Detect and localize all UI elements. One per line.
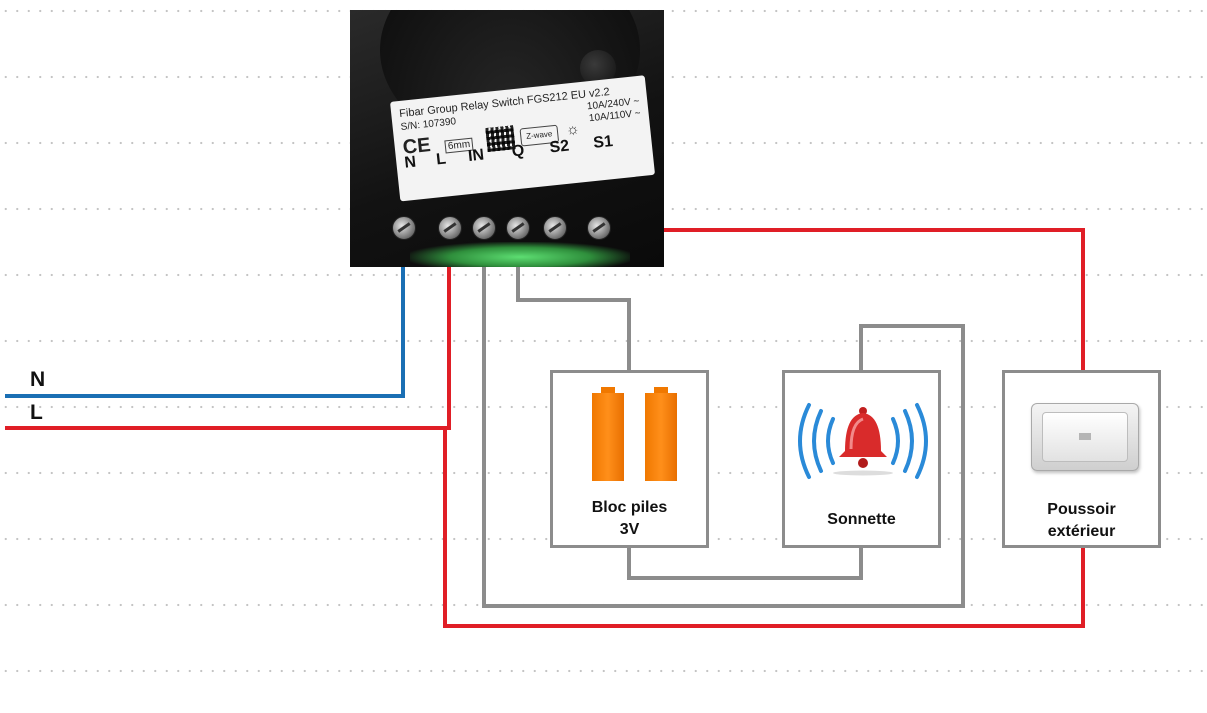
wire-s1-to-push — [598, 228, 1085, 372]
wire-in-to-bell — [482, 228, 965, 608]
push-button-label: Poussoir extérieur — [1005, 499, 1158, 543]
terminal-screw-n — [392, 216, 416, 240]
terminal-screw-q — [506, 216, 530, 240]
wire-battery-to-bell — [627, 545, 863, 580]
terminal-screw-s2 — [543, 216, 567, 240]
terminal-label-s1: S1 — [592, 132, 614, 152]
relay-module: Fibar Group Relay Switch FGS212 EU v2.2 … — [350, 10, 664, 267]
terminal-label-l: L — [435, 150, 447, 169]
battery-label-line2: 3V — [619, 521, 640, 538]
terminal-label-n: N — [403, 153, 417, 172]
battery-icon — [553, 373, 706, 493]
battery-label-line1: Bloc piles — [591, 499, 668, 516]
terminal-label-s2: S2 — [548, 137, 571, 157]
wire-neutral — [5, 226, 405, 398]
bell-label: Sonnette — [827, 511, 896, 528]
push-button-icon — [1031, 403, 1139, 471]
push-button-box: Poussoir extérieur — [1002, 370, 1161, 548]
terminal-screw-s1 — [587, 216, 611, 240]
terminal-label-q: Q — [511, 142, 526, 161]
live-label: L — [30, 401, 43, 424]
terminal-screw-l — [438, 216, 462, 240]
push-button-label-line1: Poussoir — [1047, 501, 1116, 518]
bell-icon — [798, 403, 928, 479]
neutral-label: N — [30, 368, 46, 391]
terminal-screw-in — [472, 216, 496, 240]
wire-live-return — [443, 426, 1085, 628]
module-led-glow — [410, 242, 630, 267]
terminal-label-in: IN — [467, 146, 485, 166]
battery-box: Bloc piles 3V — [550, 370, 709, 548]
battery-label: Bloc piles 3V — [553, 497, 706, 541]
bell-box: Sonnette — [782, 370, 941, 548]
push-button-label-line2: extérieur — [1047, 523, 1116, 540]
